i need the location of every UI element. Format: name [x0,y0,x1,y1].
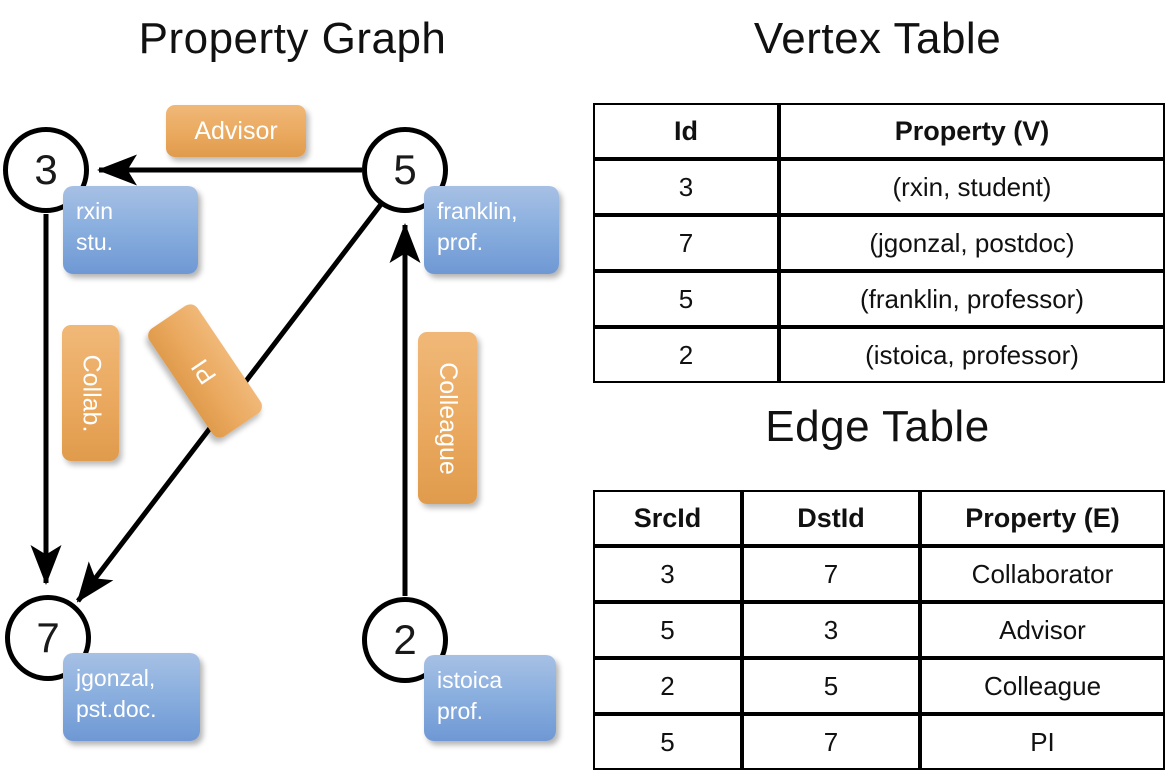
vertex-cell-property: (istoica, professor) [779,327,1165,383]
node-property-line: franklin, [437,198,518,224]
node-property-line: rxin [76,198,114,224]
edge-label-collab[interactable]: Collab. [62,325,119,461]
edge-cell-dstid: 7 [742,546,920,602]
page-title-property-graph: Property Graph [138,14,447,63]
node-property-box-istoica[interactable]: istoica prof. [424,655,556,741]
graph-node-2[interactable]: 2 [362,597,448,683]
vertex-cell-property: (franklin, professor) [779,271,1165,327]
edge-cell-dstid: 3 [742,602,920,658]
table-row[interactable]: 3 7 Collaborator [593,546,1165,602]
vertex-cell-id: 5 [593,271,779,327]
vertex-cell-id: 3 [593,159,779,215]
node-property-line: istoica [437,667,503,693]
node-property-box-jgonzal[interactable]: jgonzal, pst.doc. [63,653,200,741]
edge-table-header-dstid: DstId [742,490,920,546]
graph-node-5[interactable]: 5 [362,127,448,213]
table-row[interactable]: 7 (jgonzal, postdoc) [593,215,1165,271]
vertex-table-header-id: Id [593,103,779,159]
edge-cell-property: PI [920,714,1165,770]
node-property-box-franklin[interactable]: franklin, prof. [424,186,559,274]
edge-cell-property: Advisor [920,602,1165,658]
edge-cell-dstid: 7 [742,714,920,770]
vertex-cell-property: (jgonzal, postdoc) [779,215,1165,271]
edge-cell-srcid: 3 [593,546,742,602]
table-row[interactable]: 2 5 Colleague [593,658,1165,714]
table-row[interactable]: 5 (franklin, professor) [593,271,1165,327]
page-title-edge-table: Edge Table [765,402,990,451]
table-row[interactable]: 5 3 Advisor [593,602,1165,658]
edge-label-advisor[interactable]: Advisor [166,105,306,157]
edge-cell-srcid: 5 [593,602,742,658]
table-header-row: SrcId DstId Property (E) [593,490,1165,546]
edge-label-text: Colleague [434,361,462,475]
edge-cell-property: Collaborator [920,546,1165,602]
edge-label-text: Collab. [77,354,106,432]
edge-cell-srcid: 5 [593,714,742,770]
vertex-cell-id: 2 [593,327,779,383]
vertex-table-header-property: Property (V) [779,103,1165,159]
node-property-line: pst.doc. [76,696,157,723]
table-row[interactable]: 5 7 PI [593,714,1165,770]
edge-table-header-srcid: SrcId [593,490,742,546]
edge-label-colleague[interactable]: Colleague [418,332,477,504]
edge-cell-property: Colleague [920,658,1165,714]
vertex-table: Id Property (V) 3 (rxin, student) 7 (jgo… [593,103,1165,383]
table-header-row: Id Property (V) [593,103,1165,159]
edge-cell-dstid: 5 [742,658,920,714]
page-title-vertex-table: Vertex Table [753,14,1002,63]
node-property-box-rxin[interactable]: rxin stu. [63,186,198,274]
edge-cell-srcid: 2 [593,658,742,714]
table-row[interactable]: 2 (istoica, professor) [593,327,1165,383]
node-property-line: prof. [437,229,484,256]
edge-table: SrcId DstId Property (E) 3 7 Collaborato… [593,490,1165,770]
vertex-cell-id: 7 [593,215,779,271]
edge-label-text: Advisor [194,116,278,145]
vertex-cell-property: (rxin, student) [779,159,1165,215]
property-graph-diagram: 3 5 7 2 rxin stu. franklin, prof. jgonza… [0,0,585,760]
edge-table-header-property: Property (E) [920,490,1165,546]
node-property-line: jgonzal, [76,665,156,691]
edge-label-text: PI [186,353,223,389]
node-property-line: prof. [437,698,484,725]
table-row[interactable]: 3 (rxin, student) [593,159,1165,215]
node-property-line: stu. [76,229,114,256]
